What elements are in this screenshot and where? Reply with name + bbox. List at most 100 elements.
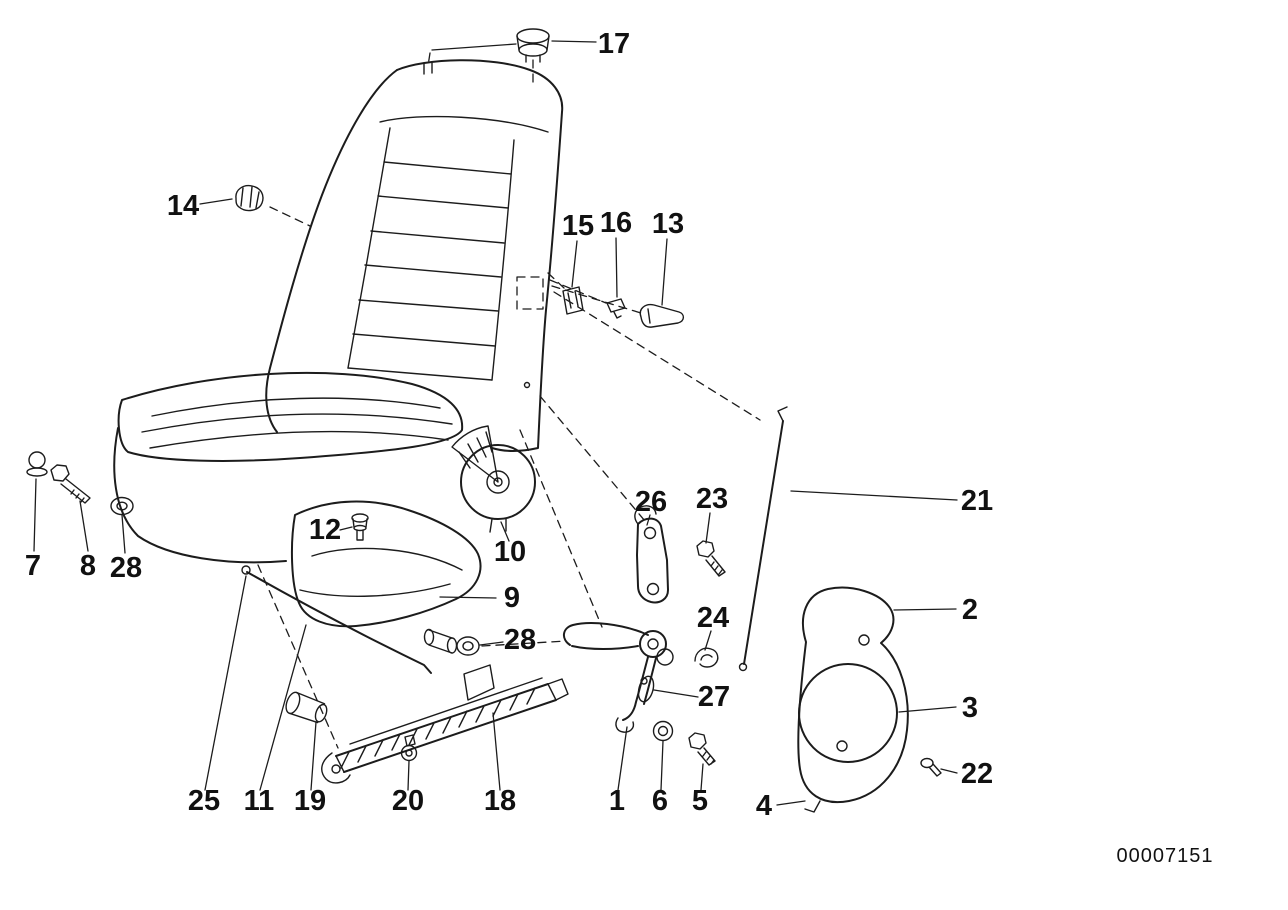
clip-16-body (606, 298, 626, 319)
seat-cushion (113, 371, 464, 564)
cap-17-top (516, 28, 550, 44)
seat-rail-assembly (321, 664, 569, 784)
side-trim-panel (797, 586, 909, 813)
callout-22: 22 (961, 758, 993, 790)
part-28-washer-mid (423, 628, 480, 656)
callout-11: 11 (244, 785, 275, 817)
cap-17-flange (518, 43, 548, 57)
callout-23: 23 (696, 483, 728, 515)
bracket-top-hook (634, 505, 657, 525)
panel-rib-lines (347, 161, 512, 381)
recliner-hatch-lines (458, 431, 493, 469)
callout-8: 8 (80, 550, 96, 582)
callout-17: 17 (598, 28, 630, 60)
washer-28m-inner (462, 641, 474, 651)
spacer-sleeve-cap (446, 637, 458, 654)
callout-2: 2 (962, 594, 978, 626)
part-13-lever-knob (639, 303, 685, 328)
callout-21: 21 (961, 485, 993, 517)
bolster-seam-lower (299, 583, 451, 597)
recliner-disc-outer (460, 444, 536, 520)
bracket-hole-top (643, 526, 657, 540)
lever-foot (615, 717, 635, 733)
leader-lines (33, 40, 958, 806)
part-8-bolt (50, 464, 91, 504)
part-22-screw (920, 757, 942, 777)
panel-2-hole-bottom (836, 740, 848, 752)
recliner-disc-center (493, 477, 503, 487)
callout-5: 5 (692, 785, 708, 817)
panel-right-seam (491, 139, 515, 381)
part-20-screw (400, 734, 418, 762)
round-cover-3 (798, 663, 898, 763)
part-17-cap (516, 28, 550, 63)
panel-2-hole-top (858, 634, 870, 646)
part-26-bracket (634, 505, 669, 604)
callout-10: 10 (494, 536, 526, 568)
backrest-outline-left (265, 69, 398, 433)
part-12-pin (351, 513, 369, 541)
callout-19: 19 (294, 785, 326, 817)
callout-15: 15 (562, 210, 594, 242)
washer-6-outer (652, 720, 674, 742)
release-lever-assembly (563, 622, 674, 733)
callout-24: 24 (697, 602, 729, 634)
backrest-center-panel (347, 127, 515, 381)
bolster-seam-upper (311, 547, 463, 571)
clip-14-slots (240, 186, 260, 209)
backrest-outline-right (396, 59, 564, 452)
rail-left-foot (321, 752, 351, 784)
callout-20: 20 (392, 785, 424, 817)
rail-end-caps (335, 683, 557, 773)
rod-21-body (743, 420, 784, 665)
panel-2-bottom-tab (804, 800, 821, 813)
lever-handle (563, 622, 649, 650)
construction-lines (257, 52, 761, 749)
part-5-bolt (688, 732, 716, 766)
bracket-outline (636, 517, 669, 604)
nut-7-flange (26, 467, 48, 477)
callout-27: 27 (698, 681, 730, 713)
clip-14-body (235, 184, 264, 212)
rod-21-flag (777, 406, 788, 422)
lever-arm (622, 656, 657, 721)
bolt-23-shaft (705, 555, 726, 577)
rail-hatch-ticks (340, 687, 536, 769)
side-bolster-pad (290, 500, 482, 628)
rail-mid-bracket (463, 664, 495, 701)
callout-labels: 17 14 15 16 13 12 10 9 28 26 23 24 21 2 … (25, 28, 993, 822)
screw-22-body (928, 763, 942, 777)
callout-leaders (33, 40, 958, 806)
bolt-8-head (50, 464, 70, 482)
bracket-hole-bottom (646, 582, 660, 596)
callout-26: 26 (635, 486, 667, 518)
screw-20-washer (400, 744, 418, 762)
callout-3: 3 (962, 692, 978, 724)
headrest-seam (379, 115, 549, 133)
part-23-bolt (696, 540, 726, 577)
part-24-clip (694, 647, 719, 668)
headrest-cap-notch (423, 61, 433, 75)
lever-pivot-outer (639, 630, 667, 658)
cap-17-body (516, 35, 550, 63)
rod-hook-end (241, 565, 251, 575)
pin-12-stem (352, 518, 368, 541)
pin-12-collar (353, 524, 367, 532)
callout-16: 16 (600, 207, 632, 239)
bolt-5-shaft (697, 747, 716, 766)
callout-7: 7 (25, 550, 41, 582)
washer-6-inner (657, 725, 669, 737)
knob-13-body (639, 303, 685, 328)
callout-4: 4 (756, 790, 772, 822)
cushion-front-face (113, 427, 287, 564)
linkage-rod (241, 565, 432, 674)
rail-left-roller (331, 764, 341, 774)
callout-28-left: 28 (110, 552, 142, 584)
lever-pivot-inner (647, 638, 659, 650)
handle-19-body (288, 691, 326, 724)
rod-21-ball-end (738, 662, 748, 672)
callout-9: 9 (504, 582, 520, 614)
recliner-disc-hub (486, 470, 510, 494)
part-6-washer (652, 720, 674, 742)
